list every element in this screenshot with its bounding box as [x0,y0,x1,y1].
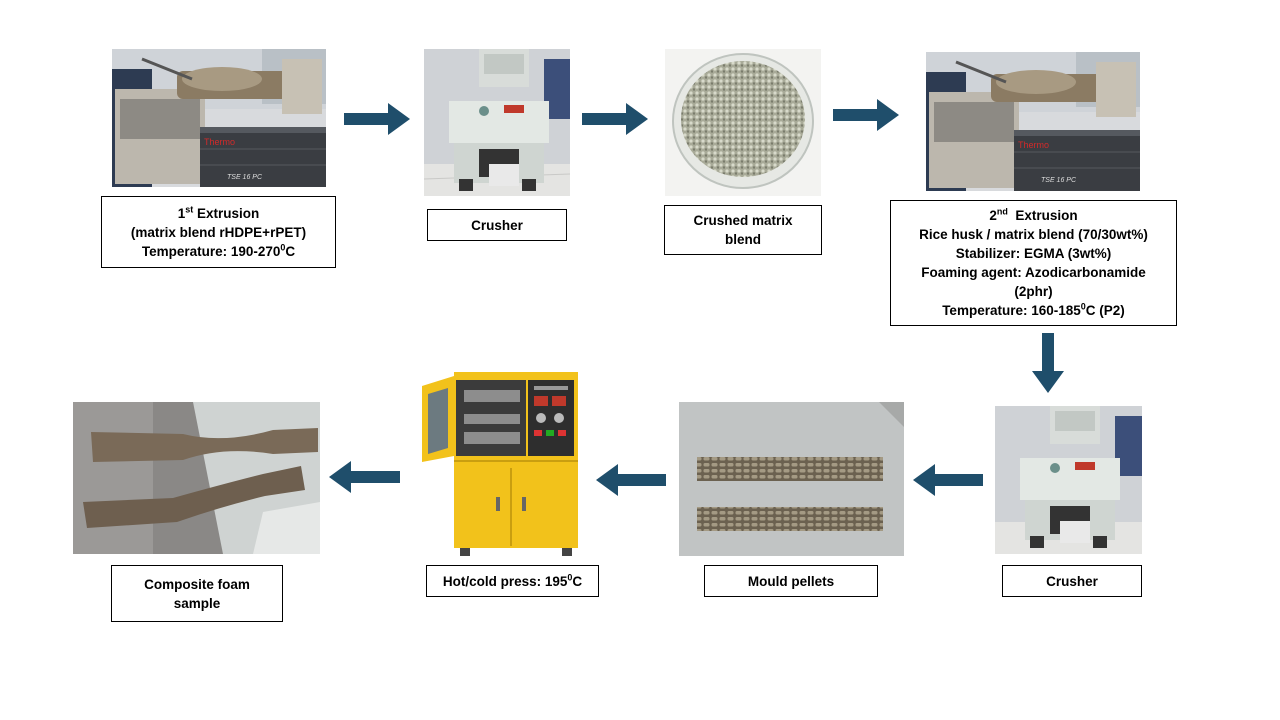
step-box-first-extrusion: 1st Extrusion (matrix blend rHDPE+rPET) … [101,196,336,268]
extruder-model-label: TSE 16 PC [227,174,263,181]
second-extrusion-temperature: Temperature: 160-1850C (P2) [942,301,1125,318]
second-extrusion-title: 2nd Extrusion [989,206,1078,223]
crushed-blend-photo [665,49,821,196]
step-box-crusher-1: Crusher [427,209,567,241]
crushed-blend-line1: Crushed matrix [693,213,793,228]
composite-sample-line1: Composite foam [144,576,250,592]
second-extrusion-foaming-amount: (2phr) [1014,284,1053,299]
step-box-hot-cold-press: Hot/cold press: 1950C [426,565,599,597]
extruder-brand-label-2: Thermo [1018,140,1049,150]
second-extrusion-ratio: Rice husk / matrix blend (70/30wt%) [919,227,1148,242]
extruder-model-label-2: TSE 16 PC [1041,177,1077,184]
hot-cold-press-label: Hot/cold press: 1950C [442,572,583,589]
second-extrusion-stabilizer: Stabilizer: EGMA (3wt%) [955,246,1112,261]
second-extrusion-foaming-agent: Foaming agent: Azodicarbonamide [921,265,1146,280]
arrow-left-3 [329,461,400,493]
composite-sample-line2: sample [173,595,221,611]
step-box-second-extrusion: 2nd Extrusion Rice husk / matrix blend (… [890,200,1177,326]
step-box-crusher-2: Crusher [1002,565,1142,597]
crushed-blend-line2: blend [725,232,761,247]
step-box-mould-pellets: Mould pellets [704,565,878,597]
mould-pellets-photo [679,402,904,556]
extruder-photo-1: Thermo TSE 16 PC [112,49,326,187]
extruder-photo-2: Thermo TSE 16 PC [926,52,1140,191]
crusher-photo-1 [424,49,570,196]
first-extrusion-temperature: Temperature: 190-2700C [141,242,296,259]
crusher-photo-2 [995,406,1142,554]
step-box-composite-sample: Composite foam sample [111,565,283,622]
first-extrusion-title: 1st Extrusion [177,204,260,221]
arrow-right-1 [344,103,410,135]
first-extrusion-blend: (matrix blend rHDPE+rPET) [130,224,307,240]
arrow-left-1 [913,464,983,496]
arrow-down [1032,333,1064,393]
composite-sample-photo [73,402,320,554]
hot-press-photo [416,372,580,558]
arrow-right-2 [582,103,648,135]
arrow-left-2 [596,464,666,496]
extruder-brand-label: Thermo [204,137,235,147]
arrow-right-3 [833,99,899,131]
step-box-crushed-blend: Crushed matrix blend [664,205,822,255]
